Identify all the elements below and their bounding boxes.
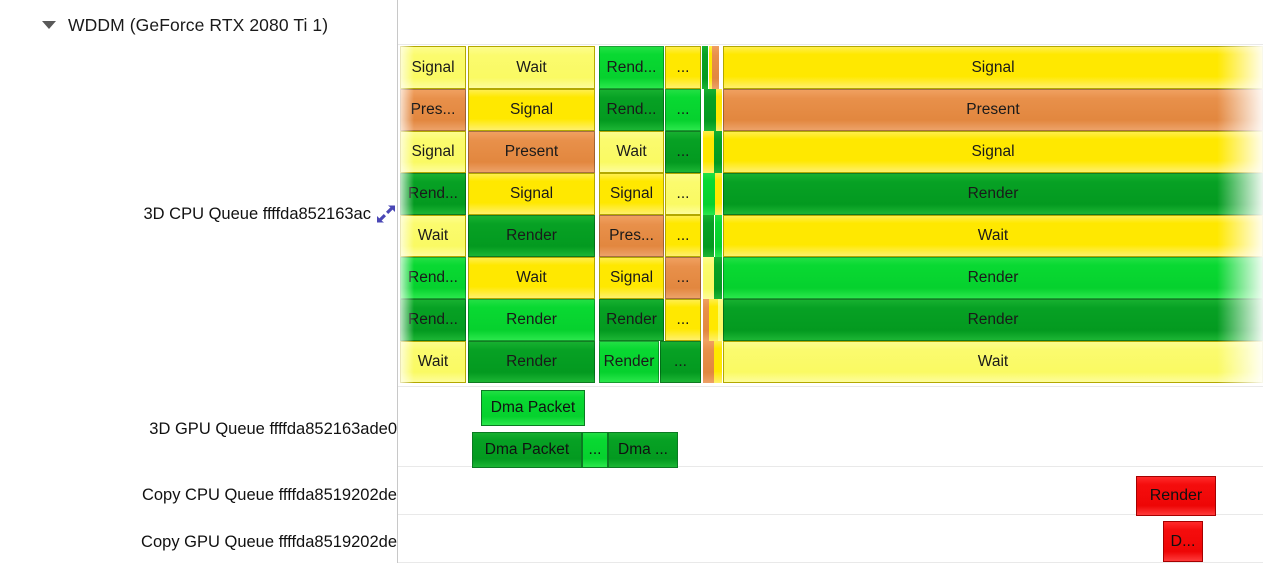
row-label-cpucopy[interactable]: Copy CPU Queue ffffda8519202de xyxy=(0,477,397,513)
timeline-segment[interactable]: Signal xyxy=(723,131,1263,173)
timeline-segment[interactable]: Rend... xyxy=(599,46,664,89)
triangle-down-icon[interactable] xyxy=(42,21,56,29)
track-label-panel: WDDM (GeForce RTX 2080 Ti 1) 3D CPU Queu… xyxy=(0,0,398,563)
group-header-wddm[interactable]: WDDM (GeForce RTX 2080 Ti 1) xyxy=(0,8,398,42)
timeline-segment[interactable]: Wait xyxy=(723,341,1263,383)
timeline-segment[interactable] xyxy=(703,131,714,173)
timeline-segment[interactable] xyxy=(702,46,708,89)
timeline-segment[interactable]: Signal xyxy=(599,173,664,215)
timeline-segment[interactable]: ... xyxy=(665,299,701,341)
timeline-segment[interactable] xyxy=(715,173,722,215)
timeline-segment[interactable] xyxy=(703,215,714,257)
timeline-segment[interactable]: Pres... xyxy=(400,89,466,131)
timeline-segment[interactable] xyxy=(703,173,715,215)
row-label-text: Copy GPU Queue ffffda8519202de xyxy=(141,532,397,551)
timeline-segment[interactable]: Wait xyxy=(400,215,466,257)
timeline-segment[interactable] xyxy=(703,341,714,383)
timeline-segment[interactable]: Wait xyxy=(400,341,466,383)
timeline-segment[interactable] xyxy=(712,46,719,89)
timeline-segment[interactable]: ... xyxy=(665,215,701,257)
timeline-segment[interactable]: ... xyxy=(665,46,701,89)
timeline-segment[interactable]: Rend... xyxy=(400,257,466,299)
timeline-segment[interactable]: Render xyxy=(723,173,1263,215)
timeline-segment[interactable]: Wait xyxy=(723,215,1263,257)
timeline-segment[interactable]: Present xyxy=(468,131,595,173)
timeline-segment[interactable]: ... xyxy=(665,131,701,173)
timeline-segment[interactable]: Render xyxy=(723,299,1263,341)
timeline-segment[interactable]: Render xyxy=(723,257,1263,299)
timeline-segment[interactable]: ... xyxy=(665,173,701,215)
dma-packet-segment[interactable]: Dma Packet xyxy=(472,432,582,468)
timeline-segment[interactable]: Wait xyxy=(468,257,595,299)
row-separator-1 xyxy=(398,386,1263,387)
timeline-segment[interactable] xyxy=(704,89,716,131)
timeline-segment[interactable] xyxy=(703,257,714,299)
timeline-segment[interactable] xyxy=(715,215,722,257)
timeline-segment[interactable]: Rend... xyxy=(400,173,466,215)
dma-packet-segment[interactable]: ... xyxy=(582,432,608,468)
timeline-segment[interactable] xyxy=(714,131,722,173)
timeline-segment[interactable]: Signal xyxy=(400,131,466,173)
timeline-segment[interactable]: Signal xyxy=(468,173,595,215)
timeline-segment[interactable]: ... xyxy=(665,257,701,299)
copy-queue-segment[interactable]: D... xyxy=(1163,521,1203,562)
timeline-segment[interactable]: Rend... xyxy=(599,89,664,131)
timeline-segment[interactable]: Render xyxy=(599,299,664,341)
timeline-segment[interactable]: Render xyxy=(599,341,659,383)
row-label-text: Copy CPU Queue ffffda8519202de xyxy=(141,485,397,504)
timeline-segment[interactable]: Wait xyxy=(468,46,595,89)
row-label-gpucopy[interactable]: Copy GPU Queue ffffda8519202de xyxy=(0,524,397,560)
timeline-segment[interactable]: Signal xyxy=(723,46,1263,89)
timeline-segment[interactable]: Signal xyxy=(599,257,664,299)
row-label-cpu3d[interactable]: 3D CPU Queue ffffda852163ac xyxy=(0,196,397,232)
row-separator-2 xyxy=(398,466,1263,467)
timeline-segment[interactable] xyxy=(714,341,722,383)
dma-packet-segment[interactable]: Dma ... xyxy=(608,432,678,468)
timeline-segment[interactable] xyxy=(703,299,709,341)
timeline-segment[interactable] xyxy=(709,299,718,341)
timeline-segment[interactable]: Pres... xyxy=(599,215,664,257)
row-label-gpu3d[interactable]: 3D GPU Queue ffffda852163ade0 xyxy=(0,411,397,447)
timeline-segment[interactable] xyxy=(718,299,723,341)
timeline-segment[interactable]: Wait xyxy=(599,131,664,173)
row-separator-3 xyxy=(398,514,1263,515)
timeline-segment[interactable]: Present xyxy=(723,89,1263,131)
timeline-segment[interactable]: Render xyxy=(468,341,595,383)
row-label-text: 3D GPU Queue ffffda852163ade0 xyxy=(149,419,397,438)
row-separator-0 xyxy=(398,44,1263,45)
copy-queue-segment[interactable]: Render xyxy=(1136,476,1216,516)
timeline-segment[interactable]: Signal xyxy=(468,89,595,131)
dma-packet-segment[interactable]: Dma Packet xyxy=(481,390,585,426)
row-label-text: 3D CPU Queue ffffda852163ac xyxy=(143,204,371,223)
timeline-segment[interactable] xyxy=(716,89,722,131)
timeline-segment[interactable] xyxy=(714,257,722,299)
timeline-segment[interactable]: Render xyxy=(468,299,595,341)
timeline-segment[interactable]: ... xyxy=(665,89,701,131)
timeline-segment[interactable]: ... xyxy=(660,341,701,383)
collapse-icon[interactable] xyxy=(375,203,397,225)
group-title: WDDM (GeForce RTX 2080 Ti 1) xyxy=(68,14,329,35)
timeline-segment[interactable]: Rend... xyxy=(400,299,466,341)
timeline-segment[interactable]: Signal xyxy=(400,46,466,89)
timeline-segment[interactable]: Render xyxy=(468,215,595,257)
